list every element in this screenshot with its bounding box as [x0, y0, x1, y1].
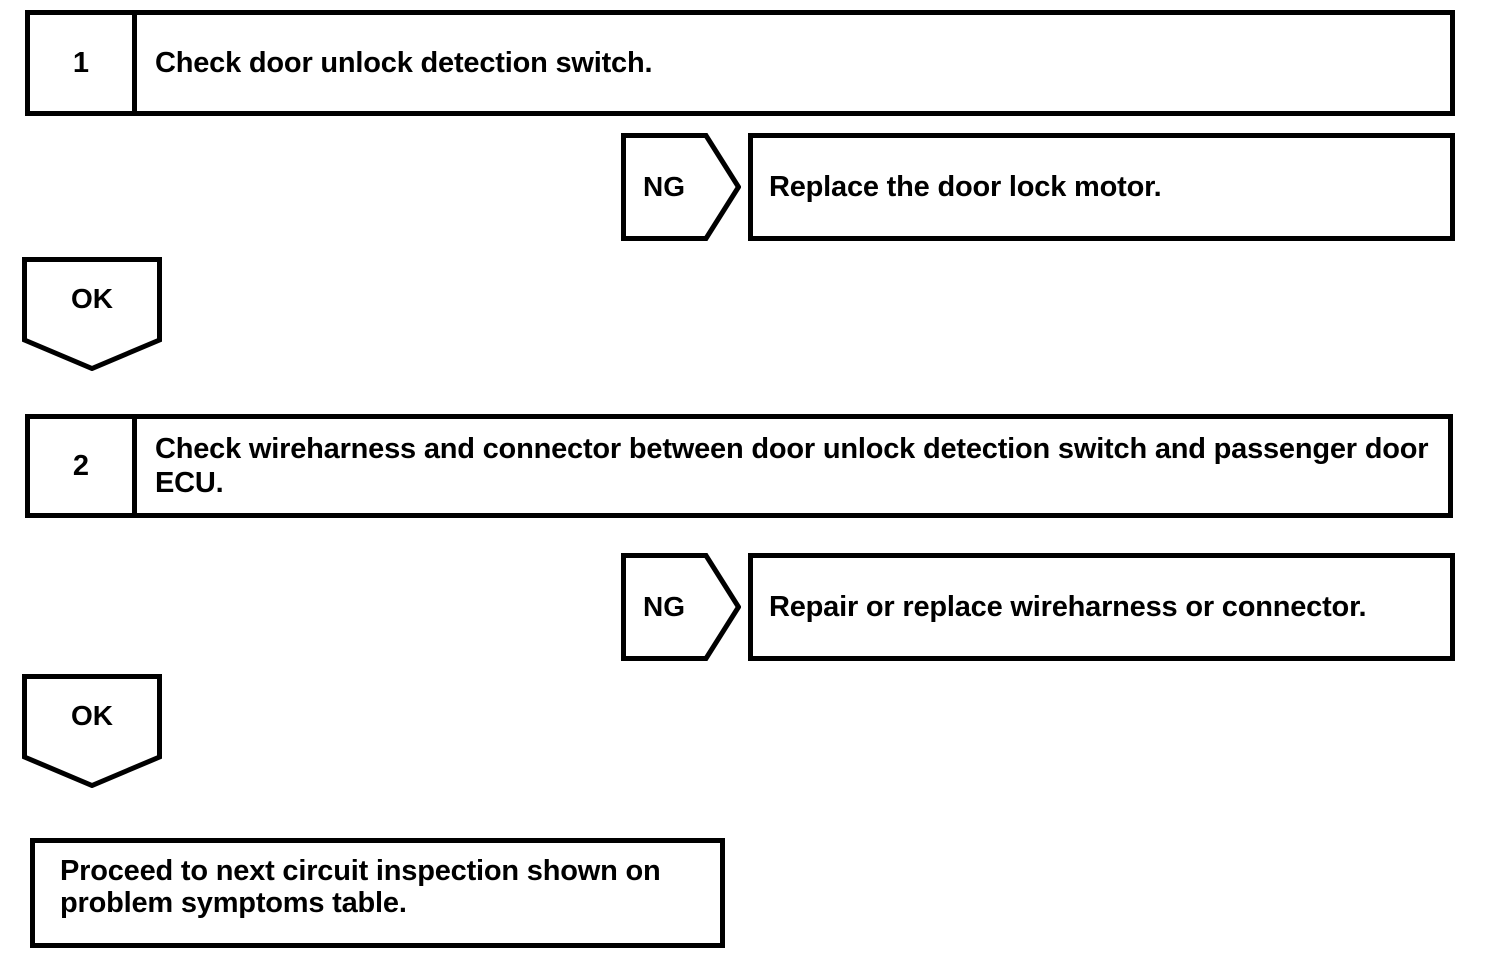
final-outcome-box: Proceed to next circuit inspection shown…	[30, 838, 725, 948]
result-box-ng-1-text: Replace the door lock motor.	[769, 170, 1162, 203]
result-box-ng-2: Repair or replace wireharness or connect…	[748, 553, 1455, 661]
branch-tag-ok-2: OK	[22, 674, 162, 788]
branch-tag-ng-1-label: NG	[643, 171, 685, 202]
branch-tag-ok-2-label: OK	[71, 700, 113, 731]
step-box-1: 1 Check door unlock detection switch.	[25, 10, 1455, 116]
step-text-1: Check door unlock detection switch.	[155, 46, 653, 79]
result-box-ng-1: Replace the door lock motor.	[748, 133, 1455, 241]
step-number-1: 1	[30, 15, 137, 111]
step-text-2: Check wireharness and connector between …	[155, 432, 1429, 499]
branch-tag-ng-2: NG	[621, 553, 741, 661]
branch-tag-ok-1: OK	[22, 257, 162, 371]
step-number-2: 2	[30, 419, 137, 513]
step-box-2: 2 Check wireharness and connector betwee…	[25, 414, 1453, 518]
final-outcome-line-2: problem symptoms table.	[60, 887, 407, 920]
final-outcome-line-1: Proceed to next circuit inspection shown…	[60, 855, 661, 887]
branch-tag-ng-2-label: NG	[643, 591, 685, 622]
branch-tag-ok-1-label: OK	[71, 283, 113, 314]
result-box-ng-2-text: Repair or replace wireharness or connect…	[769, 590, 1367, 623]
branch-tag-ng-1: NG	[621, 133, 741, 241]
